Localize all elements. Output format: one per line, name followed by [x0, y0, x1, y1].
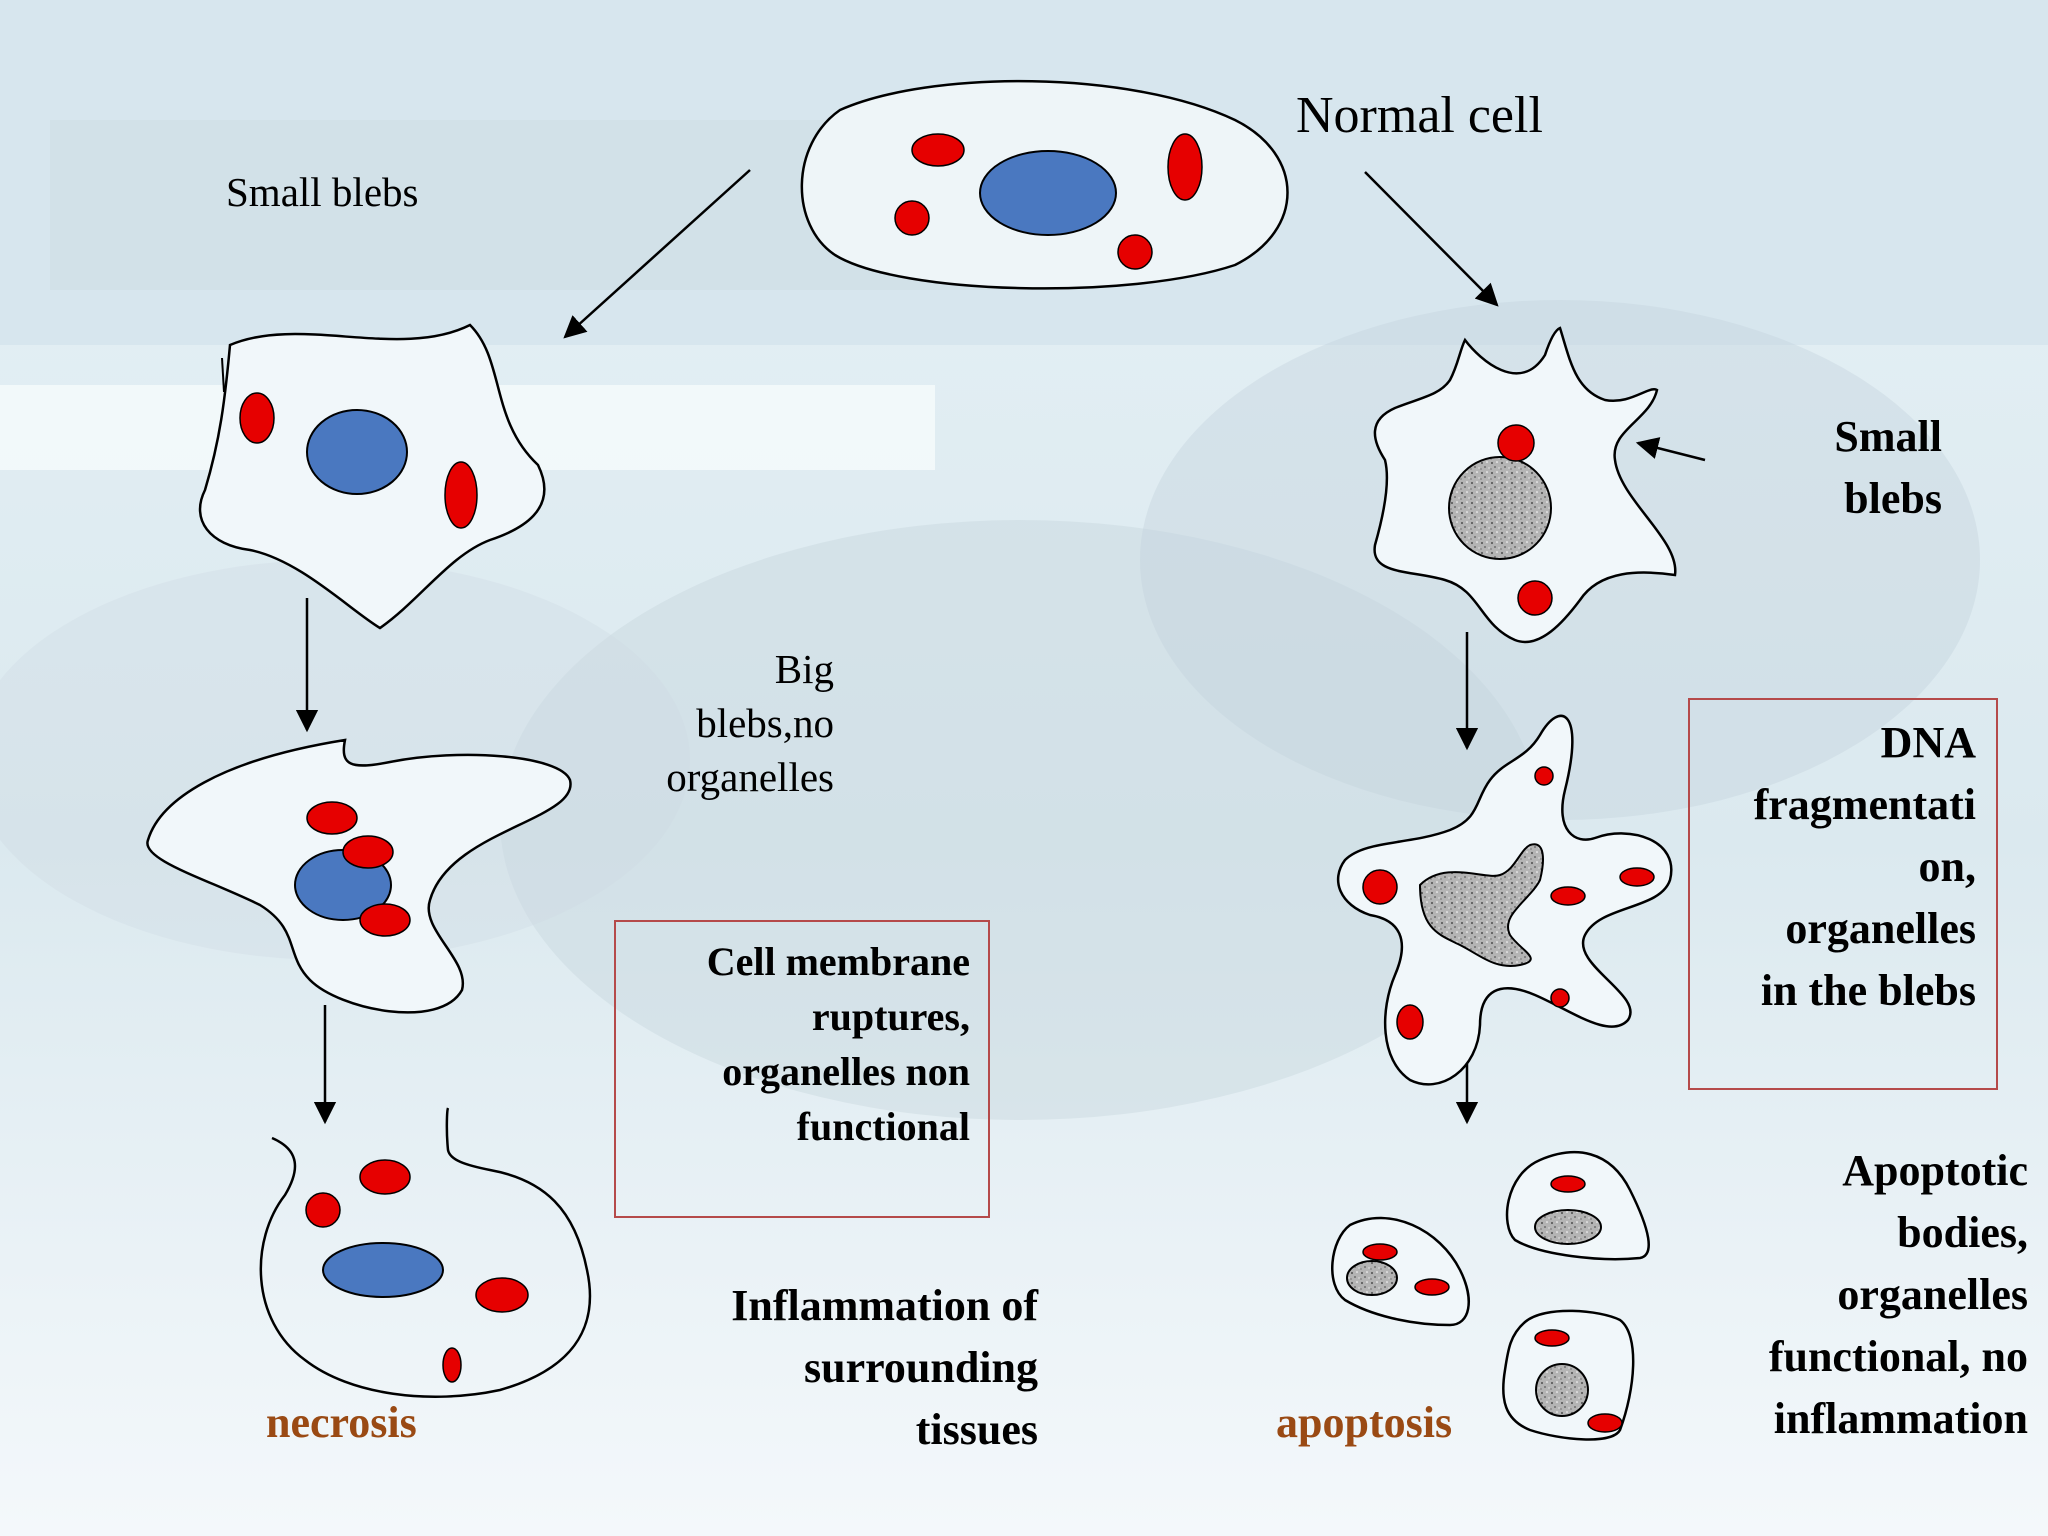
- organelle: [1117, 234, 1153, 270]
- apoptosis-label: apoptosis: [1276, 1398, 1453, 1447]
- organelle: [1167, 133, 1203, 201]
- dna-fragmentation-label: DNA fragmentati on, organelles in the bl…: [1753, 718, 1976, 1015]
- organelle: [1550, 988, 1570, 1008]
- organelle: [894, 200, 930, 236]
- necrosis-ruptured-cell: [259, 1107, 592, 1398]
- organelle: [1414, 1278, 1450, 1296]
- organelle: [359, 903, 411, 937]
- nucleus: [979, 150, 1117, 236]
- necrosis-label: necrosis: [266, 1398, 417, 1447]
- organelle: [475, 1277, 529, 1313]
- small-blebs-right-label: Small blebs: [1834, 412, 1942, 523]
- apoptosis-fragmented-cell: [1336, 714, 1673, 1086]
- organelle: [1497, 424, 1535, 462]
- apoptotic-body-left: [1331, 1216, 1470, 1327]
- condensed-nucleus: [1448, 456, 1552, 560]
- apoptotic-body-top: [1505, 1151, 1650, 1261]
- organelle: [305, 1192, 341, 1228]
- normal-cell-label: Normal cell: [1296, 87, 1543, 144]
- organelle: [444, 461, 478, 529]
- condensed-nucleus: [1535, 1363, 1589, 1417]
- apoptotic-bodies-label: Apoptotic bodies, organelles functional,…: [1768, 1146, 2028, 1443]
- organelle: [239, 392, 275, 444]
- necrosis-swollen-cell: [198, 323, 546, 630]
- organelle: [1517, 580, 1553, 616]
- big-blebs-label: Big blebs,no organelles: [666, 646, 834, 800]
- organelle: [1362, 1243, 1398, 1261]
- organelle: [1362, 869, 1398, 905]
- cell-membrane-label: Cell membrane ruptures, organelles non f…: [706, 939, 970, 1149]
- organelle: [1534, 1329, 1570, 1347]
- organelle: [1396, 1004, 1424, 1040]
- organelle: [1550, 1175, 1586, 1193]
- organelle: [1534, 766, 1554, 786]
- fragmented-nucleus: [1418, 843, 1544, 967]
- condensed-nucleus: [1534, 1209, 1602, 1245]
- organelle: [342, 835, 394, 869]
- bg-shape-1: [500, 520, 1540, 1120]
- organelle: [1587, 1413, 1623, 1433]
- apoptosis-small-blebs-cell: [1373, 326, 1677, 644]
- organelle: [359, 1159, 411, 1195]
- cell-membrane-box: [614, 920, 990, 1218]
- apoptotic-body-bottom: [1502, 1309, 1635, 1441]
- nucleus: [306, 409, 408, 495]
- organelle: [306, 801, 358, 835]
- inflammation-label: Inflammation of surrounding tissues: [731, 1281, 1038, 1454]
- condensed-nucleus: [1346, 1260, 1398, 1296]
- arrow-to-apoptosis-path: [1364, 171, 1499, 307]
- arrow-to-necrosis-path: [563, 169, 751, 339]
- arrow-small-blebs: [1635, 437, 1706, 462]
- necrosis-big-blebs-cell: [146, 738, 572, 1014]
- organelle: [1550, 886, 1586, 906]
- organelle: [911, 133, 965, 167]
- dna-fragmentation-box: [1688, 698, 1998, 1090]
- small-blebs-left-label: Small blebs: [226, 169, 419, 215]
- organelle: [442, 1347, 462, 1383]
- organelle: [1619, 867, 1655, 887]
- nucleus: [322, 1242, 444, 1298]
- normal-cell: [800, 79, 1289, 290]
